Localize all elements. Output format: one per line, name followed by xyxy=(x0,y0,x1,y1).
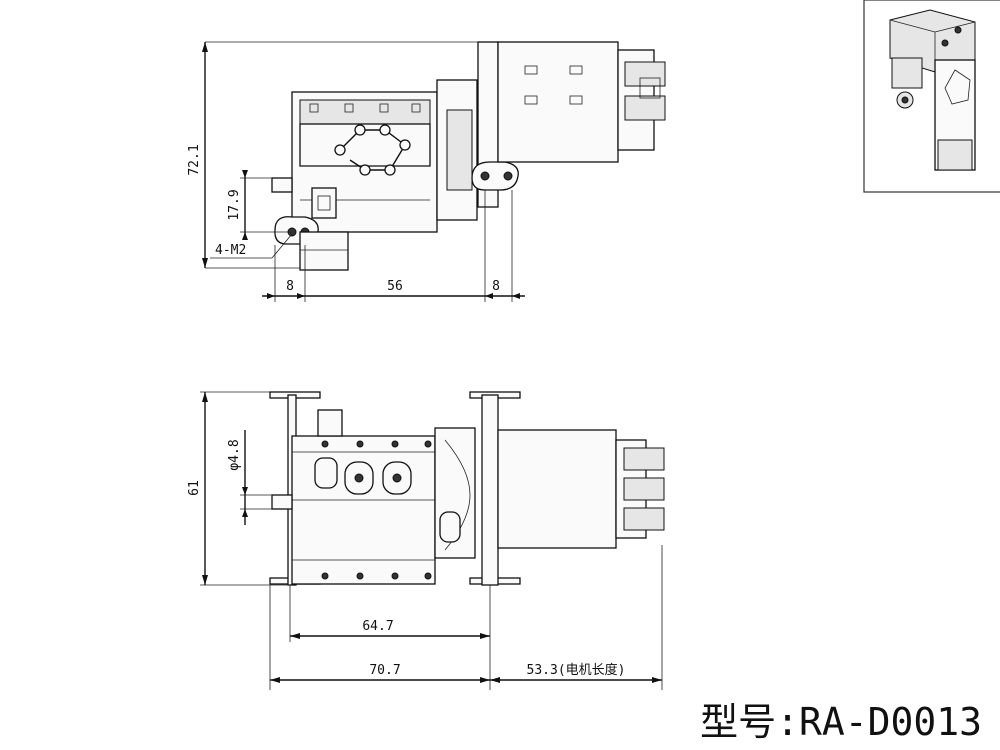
dim-left: 8 xyxy=(286,279,294,294)
dim-offset: 17.9 xyxy=(227,189,242,220)
thumbnail-panel xyxy=(863,0,1000,193)
right-mount-tab xyxy=(471,161,519,191)
gearbox-3d-icon xyxy=(889,9,976,171)
bottom-view xyxy=(269,391,665,586)
motor-body-side xyxy=(497,429,617,549)
dim-body: 64.7 xyxy=(362,619,393,634)
model-label: 型号:RA-D0013 xyxy=(700,700,982,744)
dim-shaft: φ4.8 xyxy=(227,439,242,470)
output-shaft xyxy=(271,494,293,510)
dim-total: 70.7 xyxy=(369,663,400,678)
dim-height-bottom: 61 xyxy=(187,480,202,496)
dim-motor: 53.3(电机长度) xyxy=(527,662,626,678)
top-view-dimensions: 72.1 17.9 4-M2 8 56 8 xyxy=(187,41,525,302)
gearbox-housing-side xyxy=(291,435,436,585)
top-view xyxy=(271,41,666,271)
dim-mid: 56 xyxy=(387,279,403,294)
dim-height-top: 72.1 xyxy=(187,144,202,175)
bottom-view-dimensions: 61 φ4.8 64.7 70.7 53.3(电机长度) xyxy=(187,391,663,690)
motor-body xyxy=(497,41,619,163)
dim-holes: 4-M2 xyxy=(215,243,246,258)
dim-right: 8 xyxy=(492,279,500,294)
